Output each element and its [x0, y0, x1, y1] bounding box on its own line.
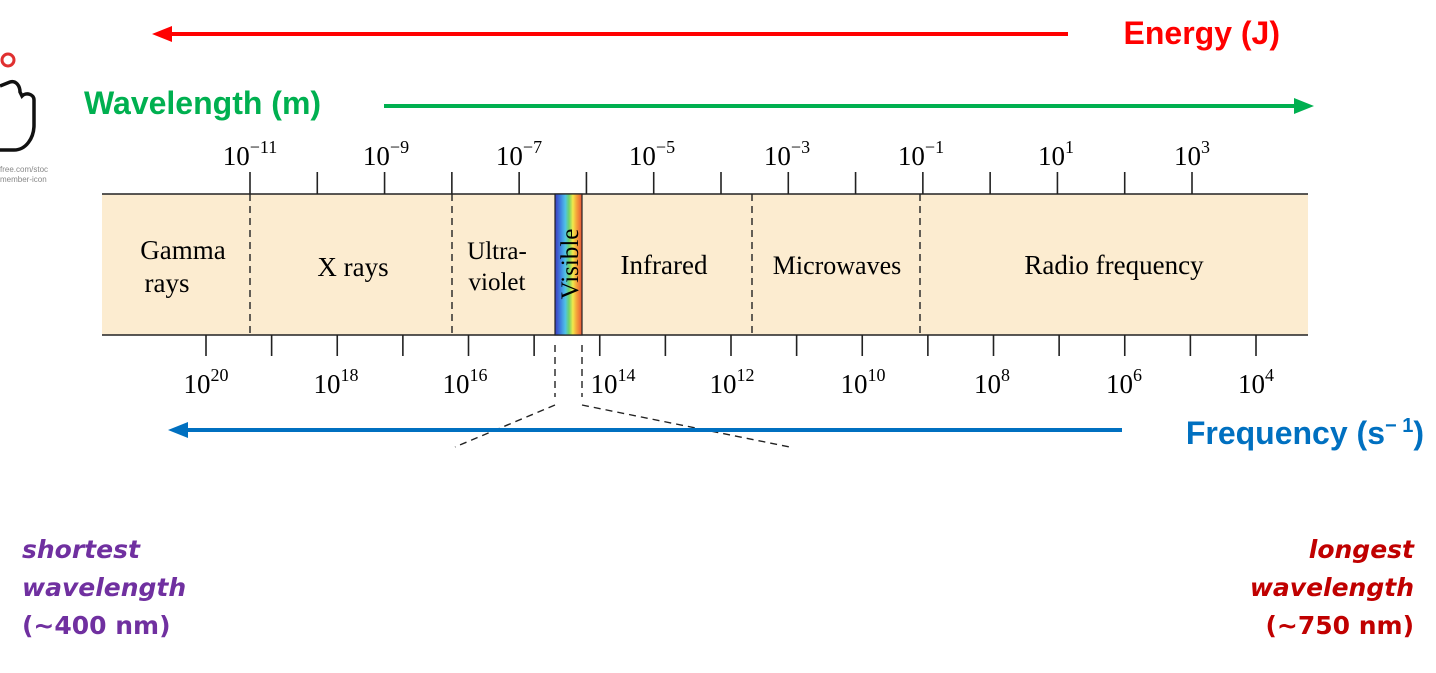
wavelength-tick-label: 10−9 [363, 137, 409, 171]
frequency-tick-label: 1018 [314, 365, 359, 399]
icon-caption-line-2: member-icon [0, 175, 47, 184]
region-label-radio: Radio frequency [1024, 250, 1204, 280]
icon-caption-line-1: free.com/stoc [0, 165, 48, 174]
left-note-line-2: wavelength [22, 573, 187, 602]
region-label-xray: X rays [317, 252, 388, 282]
left-note-line-3: (~400 nm) [22, 611, 171, 640]
hand-pointer-icon: free.com/stoc member-icon [0, 52, 48, 184]
frequency-tick-labels: 1020 1018 1016 1014 1012 1010 108 106 10… [184, 365, 1275, 399]
wavelength-tick-labels: 10−11 10−9 10−7 10−5 10−3 10−1 101 103 [223, 137, 1210, 171]
region-label-gamma-line-1: Gamma [140, 235, 225, 265]
region-label-microwaves: Microwaves [773, 251, 902, 280]
right-note-line-1: longest [1308, 535, 1414, 564]
arrow-left-icon [168, 422, 188, 438]
region-label-gamma-line-2: rays [145, 268, 190, 298]
frequency-tick-label: 1020 [184, 365, 229, 399]
wavelength-label: Wavelength (m) [84, 85, 321, 121]
wavelength-tick-label: 103 [1174, 137, 1210, 171]
shortest-wavelength-note: shortest wavelength (~400 nm) [22, 531, 186, 645]
wavelength-arrow [384, 98, 1314, 114]
wavelength-tick-label: 10−11 [223, 137, 277, 171]
wavelength-tick-label: 10−3 [764, 137, 810, 171]
spectrum-band [102, 194, 1308, 335]
frequency-label: Frequency (s− 1) [1186, 415, 1424, 451]
frequency-tick-label: 108 [974, 365, 1010, 399]
right-note-line-2: wavelength [1249, 573, 1414, 602]
visible-band [554, 193, 583, 336]
left-note-line-1: shortest [22, 535, 140, 564]
right-note-line-3: (~750 nm) [1265, 611, 1414, 640]
wavelength-tick-label: 10−7 [496, 137, 542, 171]
hand-outline-icon [0, 79, 36, 152]
frequency-tick-label: 1010 [841, 365, 886, 399]
frequency-tick-label: 1016 [443, 365, 488, 399]
energy-label: Energy (J) [1124, 15, 1280, 51]
frequency-tick-label: 106 [1106, 365, 1142, 399]
longest-wavelength-note: longest wavelength (~750 nm) [1250, 531, 1414, 645]
region-label-infrared: Infrared [621, 250, 708, 280]
energy-arrow [152, 26, 1068, 42]
frequency-tick-label: 1012 [710, 365, 755, 399]
frequency-arrow [168, 422, 1122, 438]
region-label-uv-line-1: Ultra- [467, 238, 527, 265]
wavelength-ticks [249, 172, 1193, 194]
click-ring-icon [0, 52, 16, 68]
wavelength-tick-label: 10−1 [898, 137, 944, 171]
arrow-left-icon [152, 26, 172, 42]
region-label-uv-line-2: violet [469, 269, 526, 296]
wavelength-tick-label: 101 [1038, 137, 1074, 171]
arrow-right-icon [1294, 98, 1314, 114]
region-label-visible: Visible [557, 229, 584, 300]
frequency-ticks [205, 335, 1257, 356]
frequency-tick-label: 104 [1238, 365, 1274, 399]
wavelength-tick-label: 10−5 [629, 137, 675, 171]
frequency-tick-label: 1014 [591, 365, 636, 399]
region-dividers [249, 194, 921, 448]
